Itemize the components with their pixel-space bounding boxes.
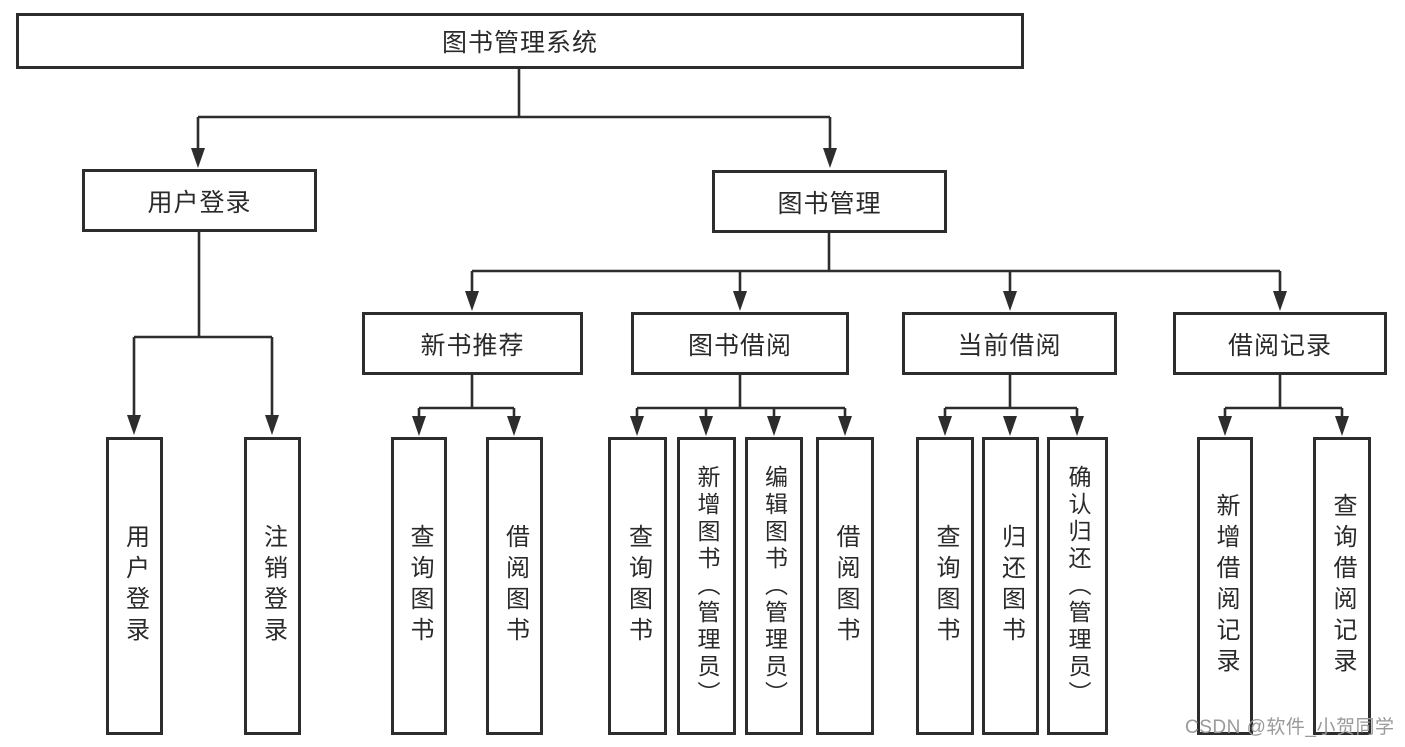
node-root: 图书管理系统: [16, 13, 1024, 69]
leaf-query-books-3: 查询图书: [916, 437, 974, 735]
csdn-watermark: CSDN @软件_小贺同学: [1185, 717, 1395, 738]
leaf-logout: 注销登录: [244, 437, 301, 735]
node-user-login-label: 用户登录: [147, 188, 252, 217]
leaf-edit-books-admin: 编辑图书（管理员）: [745, 437, 803, 735]
leaf-user-login-label: 用户登录: [121, 524, 149, 648]
node-root-label: 图书管理系统: [441, 29, 598, 57]
arrowhead-group: [127, 148, 1349, 436]
leaf-add-books-admin-label: 新增图书（管理员）: [694, 464, 720, 708]
leaf-query-books-2-label: 查询图书: [624, 524, 652, 648]
connector-line-group: [132, 69, 1344, 418]
leaf-logout-label: 注销登录: [259, 524, 287, 648]
leaf-return-books-label: 归还图书: [997, 524, 1025, 648]
leaf-add-borrow-record-label: 新增借阅记录: [1212, 493, 1239, 679]
node-borrow-records-label: 借阅记录: [1227, 331, 1332, 360]
leaf-query-borrow-record: 查询借阅记录: [1313, 437, 1371, 735]
leaf-borrow-books-2-label: 借阅图书: [832, 524, 859, 648]
leaf-query-books-3-label: 查询图书: [932, 524, 959, 648]
leaf-confirm-return-admin-label: 确认归还（管理员）: [1065, 464, 1091, 708]
leaf-return-books: 归还图书: [982, 437, 1039, 735]
leaf-borrow-books-1: 借阅图书: [486, 437, 543, 735]
leaf-query-books-1-label: 查询图书: [406, 524, 433, 648]
leaf-confirm-return-admin: 确认归还（管理员）: [1047, 437, 1108, 735]
node-book-borrow-label: 图书借阅: [687, 331, 792, 360]
leaf-add-books-admin: 新增图书（管理员）: [677, 437, 736, 735]
node-borrow-records: 借阅记录: [1173, 312, 1387, 375]
leaf-borrow-books-2: 借阅图书: [816, 437, 874, 735]
leaf-query-borrow-record-label: 查询借阅记录: [1329, 493, 1356, 679]
leaf-user-login: 用户登录: [106, 437, 163, 735]
node-book-borrow: 图书借阅: [631, 312, 849, 375]
node-current-borrow: 当前借阅: [902, 312, 1117, 375]
leaf-add-borrow-record: 新增借阅记录: [1197, 437, 1253, 735]
leaf-edit-books-admin-label: 编辑图书（管理员）: [761, 464, 788, 708]
node-new-book-recommend: 新书推荐: [362, 312, 583, 375]
leaf-borrow-books-1-label: 借阅图书: [501, 524, 529, 648]
node-user-login: 用户登录: [82, 169, 317, 232]
node-current-borrow-label: 当前借阅: [957, 331, 1062, 360]
node-new-book-recommend-label: 新书推荐: [420, 331, 525, 360]
leaf-query-books-2: 查询图书: [608, 437, 667, 735]
leaf-query-books-1: 查询图书: [391, 437, 447, 735]
node-book-management-label: 图书管理: [777, 189, 882, 218]
node-book-management: 图书管理: [712, 170, 947, 233]
